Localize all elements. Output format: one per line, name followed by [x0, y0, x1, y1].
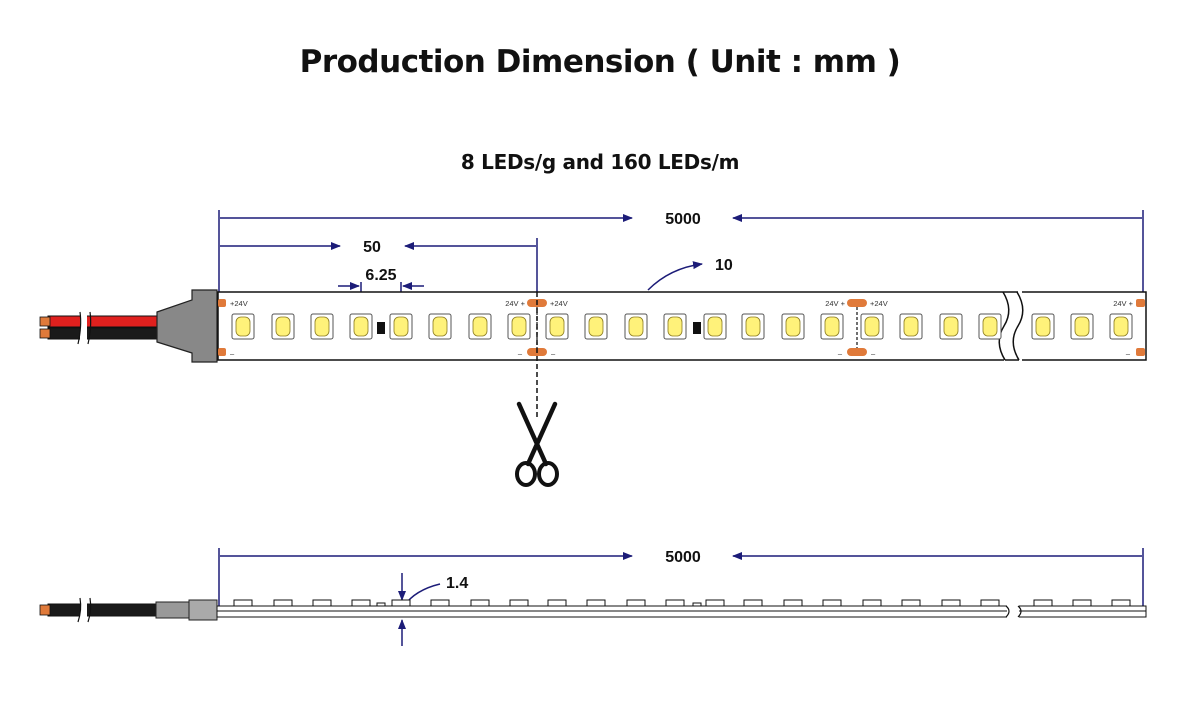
led-chip-side	[351, 599, 371, 607]
side-length-dimension: 5000	[218, 548, 1144, 606]
led-chip-side	[980, 599, 1000, 607]
led-chip	[231, 313, 255, 340]
led-chip	[389, 313, 413, 340]
side-length-label: 5000	[665, 549, 701, 566]
led-chip	[741, 313, 765, 340]
thickness-label: 1.4	[446, 575, 468, 592]
led-strip-side-view	[216, 599, 1147, 621]
led-chip	[545, 313, 569, 340]
led-chip	[584, 313, 608, 340]
led-chip	[310, 313, 334, 340]
solder-pad-positive	[847, 299, 867, 307]
led-chip-side	[547, 599, 567, 607]
pad-label-neg: –	[518, 349, 523, 358]
led-chip	[271, 313, 295, 340]
led-strip-top-view: 24V + +24V – – 24V + +24V – – +24V – 24V + –	[217, 289, 1147, 364]
side-power-lead	[39, 597, 218, 623]
pad-label-left: 24V +	[505, 299, 525, 308]
power-lead	[39, 289, 218, 363]
pad-label-neg: –	[551, 349, 556, 358]
pad-label-end: 24V +	[1113, 299, 1133, 308]
pad-label-start-neg: –	[230, 349, 235, 358]
led-chip-side	[862, 599, 882, 607]
led-chip	[899, 313, 923, 340]
scissors-icon	[515, 401, 559, 487]
led-chip-side	[509, 599, 529, 607]
pad-label-neg: –	[871, 349, 876, 358]
solder-pad-negative	[218, 348, 226, 356]
led-chip-side	[626, 599, 646, 607]
led-chip-side	[430, 599, 450, 607]
led-chip-side	[470, 599, 490, 607]
led-chip-side	[743, 599, 763, 607]
top-length-label: 5000	[665, 211, 701, 228]
led-chip	[507, 313, 531, 340]
led-chip	[1109, 313, 1133, 340]
solder-pad-positive	[1136, 299, 1145, 307]
led-chip	[781, 313, 805, 340]
pad-label-right: +24V	[550, 299, 568, 308]
solder-pad-negative	[847, 348, 867, 356]
led-chip-side	[1033, 599, 1053, 607]
led-chip-side	[273, 599, 293, 607]
led-chip-side	[1111, 599, 1131, 607]
led-chip	[939, 313, 963, 340]
led-chip-side	[233, 599, 253, 607]
resistor-side	[376, 602, 386, 607]
pad-label-start: +24V	[230, 299, 248, 308]
led-chip	[820, 313, 844, 340]
led-chip	[428, 313, 452, 340]
led-chip-side	[783, 599, 803, 607]
solder-pad-negative	[1136, 348, 1145, 356]
page-title: Production Dimension ( Unit : mm )	[299, 44, 901, 80]
cut-unit-dimension: 50	[220, 238, 538, 292]
led-chip	[1031, 313, 1055, 340]
led-chip	[663, 313, 687, 340]
led-chip-side	[901, 599, 921, 607]
solder-pad-positive	[218, 299, 226, 307]
led-chip	[1070, 313, 1094, 340]
led-chip-side	[822, 599, 842, 607]
strip-width-label: 10	[715, 257, 733, 274]
pad-label-right: +24V	[870, 299, 888, 308]
led-chip	[624, 313, 648, 340]
led-chip-side	[312, 599, 332, 607]
cut-unit-label: 50	[363, 239, 381, 256]
led-chip	[703, 313, 727, 340]
led-pitch-label: 6.25	[365, 267, 396, 284]
led-chip-side	[665, 599, 685, 607]
resistor	[693, 322, 701, 334]
led-chip-side	[586, 599, 606, 607]
resistor	[377, 322, 385, 334]
pad-label-left: 24V +	[825, 299, 845, 308]
page-subtitle: 8 LEDs/g and 160 LEDs/m	[460, 150, 740, 174]
led-chip-side	[1072, 599, 1092, 607]
break-mark-icon	[998, 291, 1010, 361]
led-chip	[468, 313, 492, 340]
pad-label-neg: –	[838, 349, 843, 358]
resistor-side	[692, 602, 702, 607]
pad-label-end-neg: –	[1126, 349, 1131, 358]
led-chip	[860, 313, 884, 340]
led-chip-side	[705, 599, 725, 607]
led-chip-side	[941, 599, 961, 607]
top-length-dimension: 5000	[218, 210, 1144, 300]
led-chip	[349, 313, 373, 340]
led-chip-side	[391, 599, 411, 607]
led-chip	[978, 313, 1002, 340]
